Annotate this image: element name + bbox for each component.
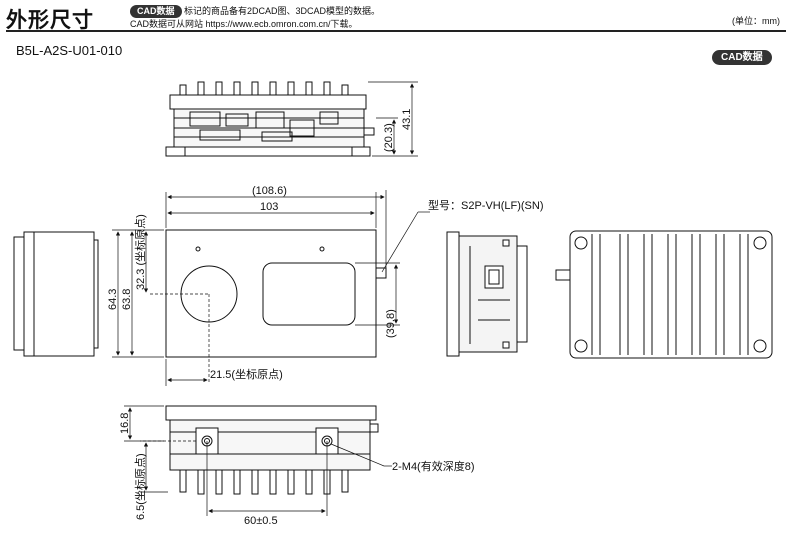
cad-note-text: 标记的商品备有2DCAD图、3DCAD模型的数据。	[184, 6, 381, 16]
front-mount-hole-right	[319, 246, 325, 252]
dim-origin-h: 21.5(坐标原点)	[210, 367, 283, 381]
dim-top-height: 43.1	[401, 109, 413, 130]
dim-height-outer: 64.3	[107, 289, 119, 310]
title-divider	[6, 30, 786, 32]
dim-window-h: (39.8)	[385, 309, 397, 338]
bottom-view	[165, 405, 379, 495]
dim-top-sub: (20.3)	[383, 123, 395, 152]
left-side-view	[13, 231, 99, 357]
front-view	[165, 229, 387, 358]
dim-height-inner: 63.8	[121, 289, 133, 310]
back-corner-hole-tr	[753, 236, 767, 250]
thread-label: 2-M4(有效深度8)	[392, 459, 475, 473]
dim-bottom-h: 16.8	[119, 413, 131, 434]
dim-origin-v: 32.3 (坐标原点)	[133, 214, 147, 290]
dim-bottom-origin: 6.5(坐标原点)	[133, 453, 147, 520]
top-side-view	[165, 81, 375, 157]
dim-hole-spacing: 60±0.5	[244, 515, 278, 527]
cad-note-line1: CAD数据 标记的商品备有2DCAD图、3DCAD模型的数据。	[130, 4, 380, 18]
connector-label: 型号：S2P-VH(LF)(SN)	[428, 198, 544, 212]
connector-stub	[375, 267, 387, 279]
page-title: 外形尺寸	[6, 9, 94, 32]
sensor-window	[262, 262, 356, 326]
back-corner-hole-bl	[574, 339, 588, 353]
cad-data-button-label: CAD数据	[712, 50, 772, 65]
cad-note-line2: CAD数据可从网站 https://www.ecb.omron.com.cn/下…	[130, 19, 358, 29]
dim-width-body: 103	[260, 201, 278, 213]
back-corner-hole-br	[753, 339, 767, 353]
back-corner-hole-tl	[574, 236, 588, 250]
right-side-view	[446, 231, 528, 357]
model-name: B5L-A2S-U01-010	[16, 43, 123, 58]
dim-width-overall: (108.6)	[252, 185, 287, 197]
front-mount-hole-left	[195, 246, 201, 252]
back-view	[555, 230, 773, 359]
cad-data-button[interactable]: CAD数据	[712, 47, 772, 65]
cad-badge: CAD数据	[130, 5, 182, 18]
unit-label: (单位：mm)	[732, 16, 780, 26]
